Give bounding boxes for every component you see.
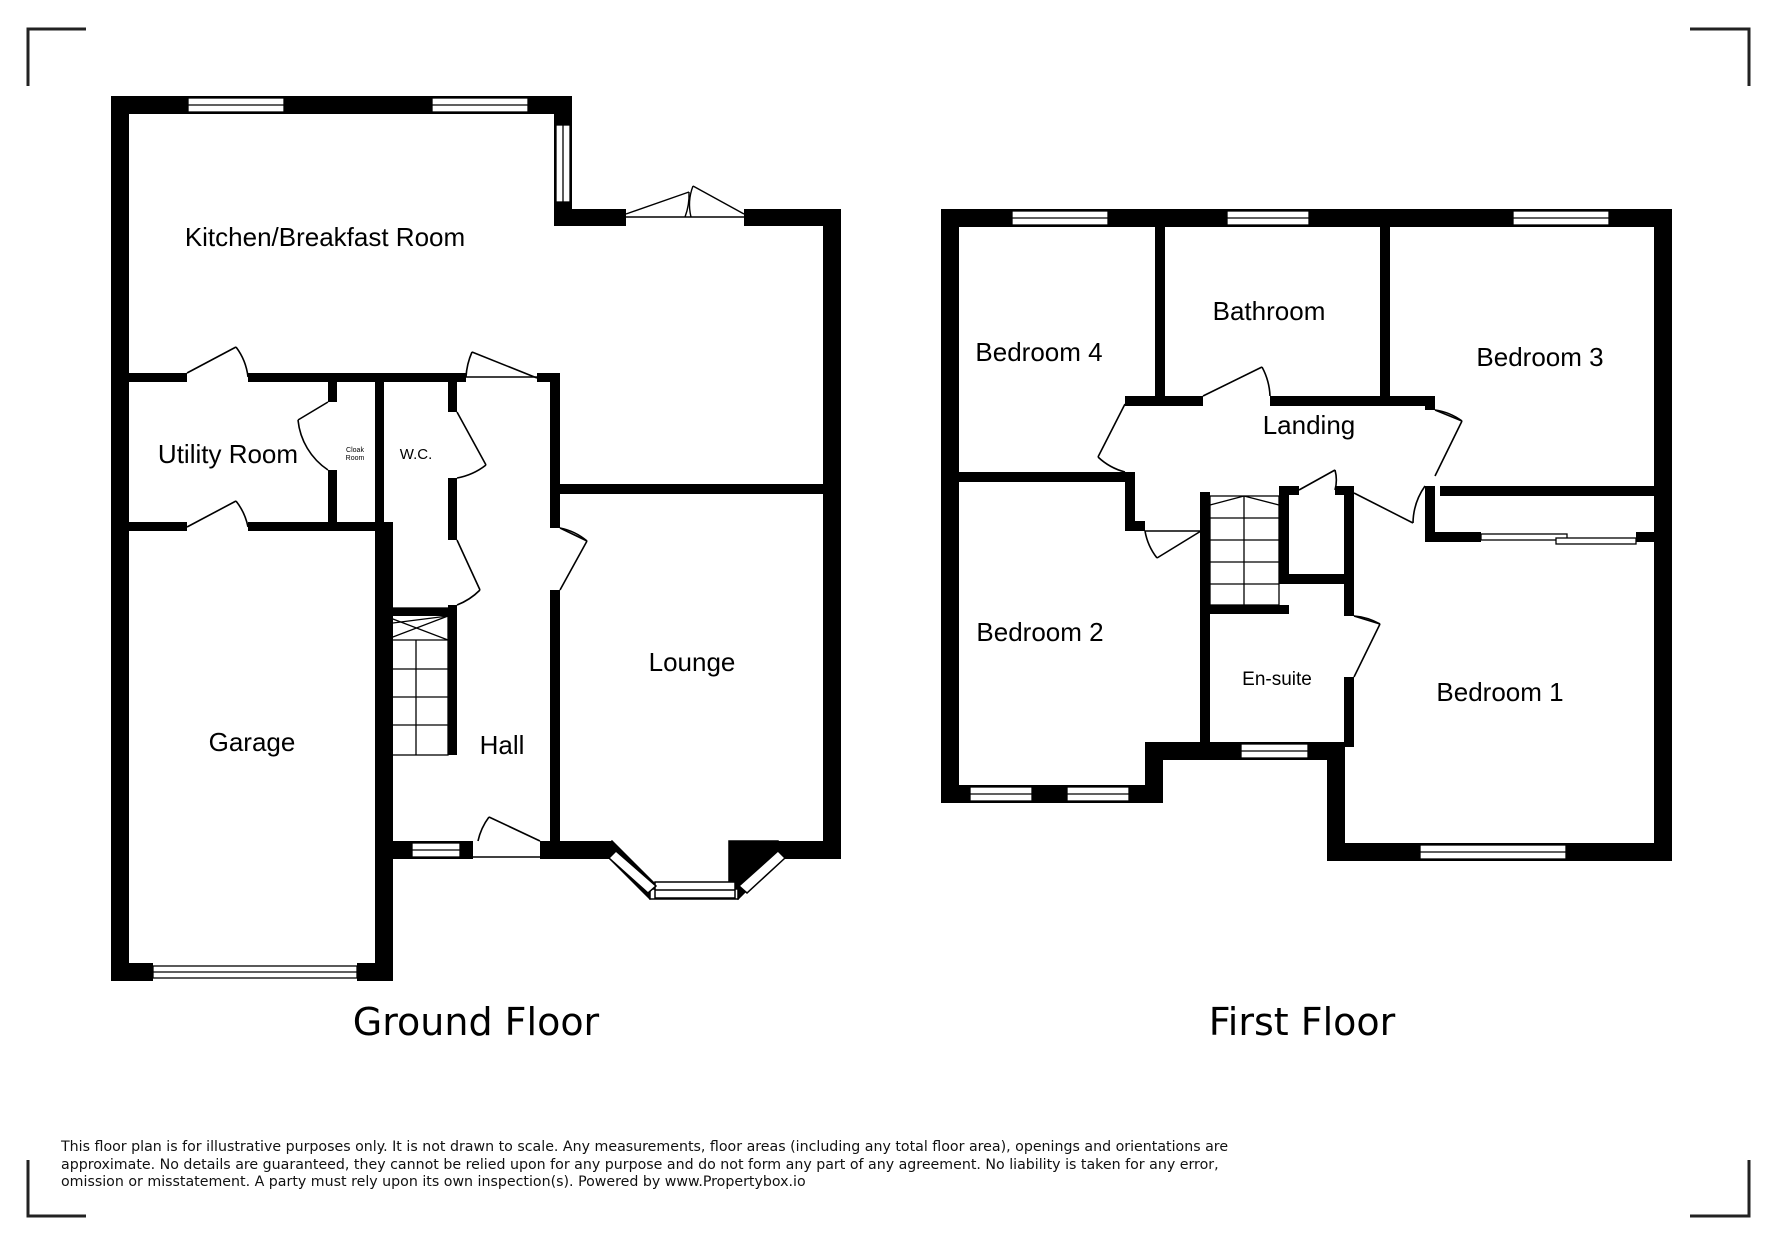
ground-floor-title: Ground Floor xyxy=(353,1000,600,1044)
ground-floor-stairs xyxy=(384,607,449,756)
disclaimer-line-3: omission or misstatement. A party must r… xyxy=(61,1174,806,1190)
room-label-bedroom-2: Bedroom 2 xyxy=(976,617,1103,647)
ground-floor-doors xyxy=(186,346,588,858)
disclaimer: This floor plan is for illustrative purp… xyxy=(61,1139,1261,1192)
room-label-bedroom-3: Bedroom 3 xyxy=(1476,342,1603,372)
room-label-bedroom-1: Bedroom 1 xyxy=(1436,677,1563,707)
kitchen-french-doors xyxy=(625,185,745,218)
first-floor-plan: Bedroom 4 Bathroom Bedroom 3 Landing Bed… xyxy=(941,209,1672,1044)
first-floor-title: First Floor xyxy=(1209,1000,1396,1044)
disclaimer-line-2: approximate. No details are guaranteed, … xyxy=(61,1156,1219,1173)
room-label-landing: Landing xyxy=(1263,410,1356,440)
room-label-cloak-line1: Cloak xyxy=(346,447,364,454)
first-floor-stairs xyxy=(1209,495,1280,606)
disclaimer-line-1: This floor plan is for illustrative purp… xyxy=(61,1139,1229,1155)
lounge-bay-window xyxy=(601,839,787,901)
room-label-bedroom-4: Bedroom 4 xyxy=(975,337,1102,367)
room-label-kitchen: Kitchen/Breakfast Room xyxy=(185,222,465,252)
ground-floor-plan: Kitchen/Breakfast Room Utility Room Cloa… xyxy=(111,96,841,1044)
room-label-bathroom: Bathroom xyxy=(1213,296,1326,326)
room-label-ensuite: En-suite xyxy=(1242,669,1312,690)
ground-floor-windows xyxy=(152,97,571,979)
first-floor-doors xyxy=(1097,366,1463,678)
first-floor-windows xyxy=(969,210,1637,860)
room-label-garage: Garage xyxy=(209,727,296,757)
room-label-lounge: Lounge xyxy=(649,647,736,677)
room-label-wc: W.C. xyxy=(400,446,433,463)
room-label-cloak-line2: Room xyxy=(346,455,365,462)
room-label-utility: Utility Room xyxy=(158,439,298,469)
room-label-hall: Hall xyxy=(480,730,525,760)
crop-marks xyxy=(26,27,1751,1218)
